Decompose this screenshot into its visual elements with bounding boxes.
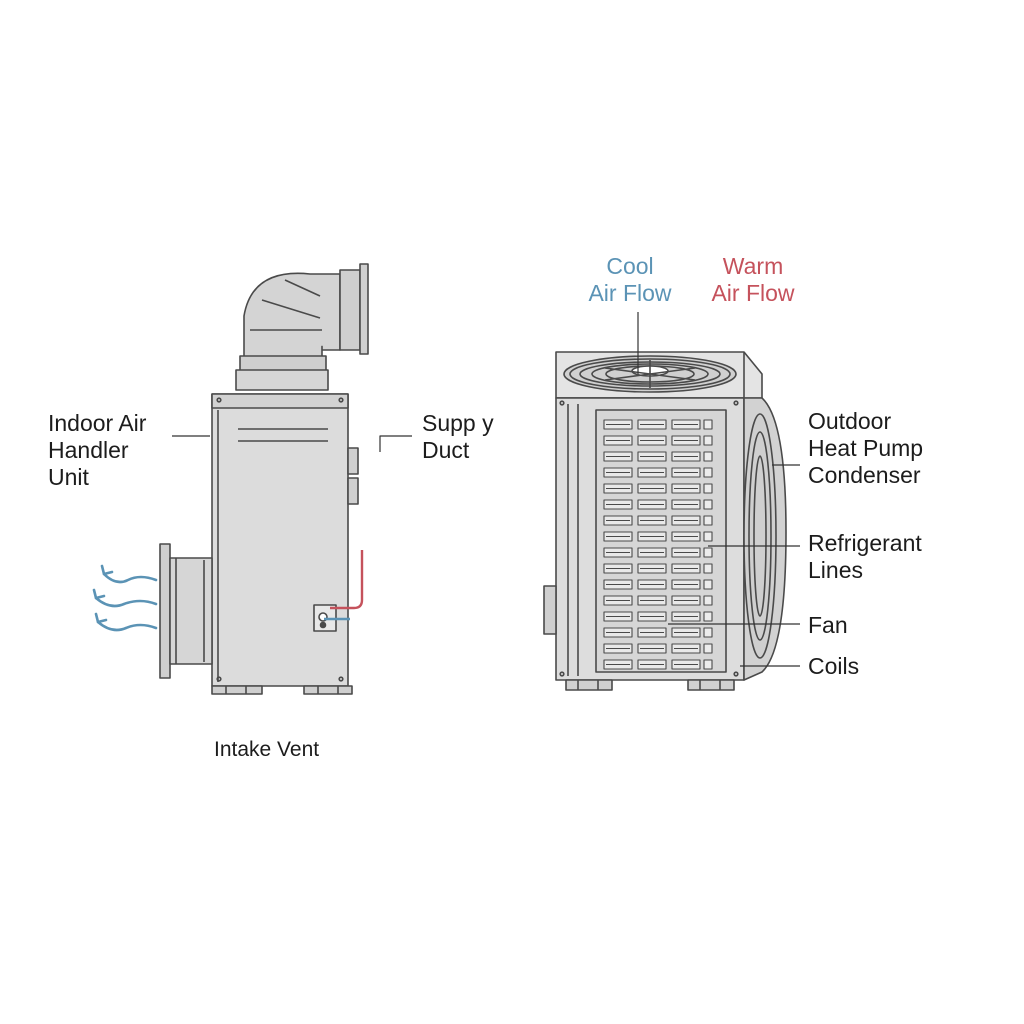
label-refrigerant-line-1: Refrigerant [808, 530, 922, 556]
outdoor-heat-pump [543, 351, 787, 691]
label-cool-line-1: Cool [606, 253, 654, 279]
grille-side-slot [703, 483, 713, 494]
label-coils-text: Coils [808, 653, 860, 679]
side-fan-icon [743, 413, 777, 659]
grille-side-slot [703, 643, 713, 654]
intake-airflow-arrows [92, 564, 158, 632]
label-indoor-line-2: Handler [48, 437, 129, 463]
refrigerant-line-warm [330, 550, 364, 610]
label-coils: Coils [808, 653, 859, 680]
label-supply-duct: Supp y Duct [422, 410, 494, 464]
label-outdoor-line-1: Outdoor [808, 408, 892, 434]
grille-side-slot [703, 515, 713, 526]
label-warm-line-2: Air Flow [711, 280, 795, 306]
grille-side-slot [703, 611, 713, 622]
label-intake-text: Intake Vent [214, 738, 320, 761]
condenser-grille [603, 419, 713, 670]
grille-side-slot [703, 595, 713, 606]
label-warm-line-1: Warm [722, 253, 784, 279]
label-outdoor-line-3: Condenser [808, 462, 921, 488]
grille-side-slot [703, 435, 713, 446]
air-handler-cabinet [211, 393, 349, 687]
label-intake-vent: Intake Vent [214, 736, 319, 763]
label-refrigerant-lines: Refrigerant Lines [808, 530, 922, 584]
label-warm-air-flow: Warm Air Flow [704, 253, 802, 307]
label-indoor-air-handler: Indoor Air Handler Unit [48, 410, 146, 491]
grille-side-slot [703, 499, 713, 510]
grille-side-slot [703, 531, 713, 542]
label-indoor-line-1: Indoor Air [48, 410, 147, 436]
grille-side-slot [703, 547, 713, 558]
label-fan-text: Fan [808, 612, 848, 638]
intake-vent-duct [159, 543, 213, 679]
grille-side-slot [703, 451, 713, 462]
label-outdoor-line-2: Heat Pump [808, 435, 924, 461]
grille-side-slot [703, 659, 713, 670]
top-fan-icon [563, 355, 737, 393]
label-fan: Fan [808, 612, 848, 639]
grille-side-slot [703, 467, 713, 478]
grille-side-slot [703, 419, 713, 430]
label-cool-air-flow: Cool Air Flow [582, 253, 678, 307]
label-supply-line-1: Supp y [422, 410, 494, 436]
label-cool-line-2: Air Flow [588, 280, 672, 306]
label-outdoor-heat-pump: Outdoor Heat Pump Condenser [808, 408, 923, 489]
indoor-air-handler [159, 263, 369, 695]
label-supply-line-2: Duct [422, 437, 470, 463]
grille-side-slot [703, 563, 713, 574]
grille-side-slot [703, 627, 713, 638]
label-indoor-line-3: Unit [48, 464, 89, 490]
grille-side-slot [703, 579, 713, 590]
label-refrigerant-line-2: Lines [808, 557, 863, 583]
leader-lines [172, 312, 800, 667]
supply-duct-elbow [235, 263, 369, 391]
